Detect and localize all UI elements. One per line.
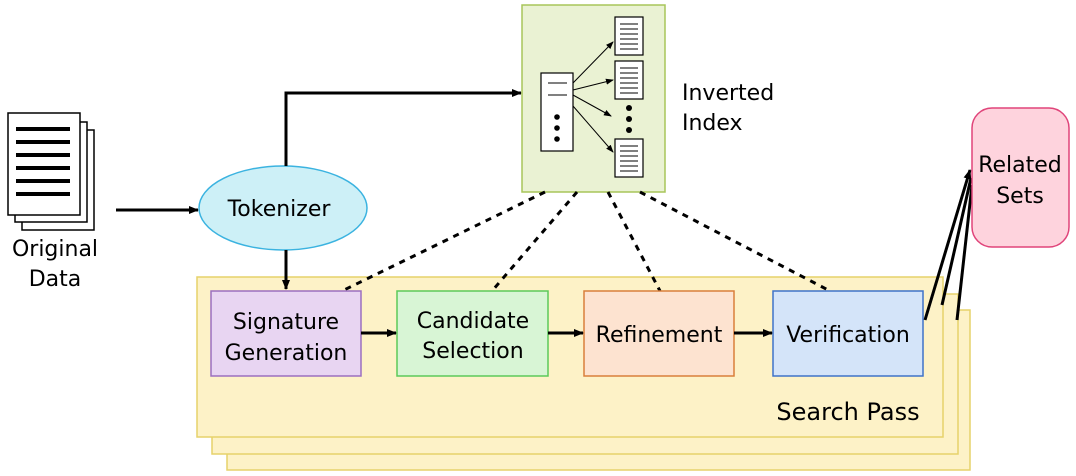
refinement-node [583,290,735,377]
index-pointer-arrows [572,41,614,153]
index-list-icon [540,72,574,152]
posting-list-icon-2 [614,60,644,100]
signature-generation-node [210,290,362,377]
index-access-links [341,190,831,293]
related-sets-label-line2: Sets [996,184,1044,209]
verification-label: Verification [786,323,910,348]
posting-list-icon-3 [614,138,644,178]
arrows-to-related-sets [923,169,974,321]
arrow-tokenizer-to-index [284,89,522,166]
candidate-selection-label-line1: Candidate [417,309,529,334]
original-data-label-line2: Data [29,267,82,292]
search-pass-label: Search Pass [776,398,919,426]
tokenizer-node [198,165,368,251]
signature-generation-label-line1: Signature [233,310,339,335]
posting-ellipsis-icon [626,105,632,133]
original-data-icon [7,112,95,231]
signature-generation-label-line2: Generation [225,341,348,366]
related-sets-label-line1: Related [978,153,1062,178]
posting-list-icon-1 [614,16,644,56]
refinement-label: Refinement [596,323,723,348]
tokenizer-label: Tokenizer [227,197,332,222]
related-sets-node [971,107,1070,248]
inverted-index-label-line1: Inverted [682,81,774,106]
inverted-index-label-line2: Index [682,111,743,136]
original-data-label-line1: Original [12,237,98,262]
candidate-selection-label-line2: Selection [422,339,523,364]
verification-node [772,290,924,377]
